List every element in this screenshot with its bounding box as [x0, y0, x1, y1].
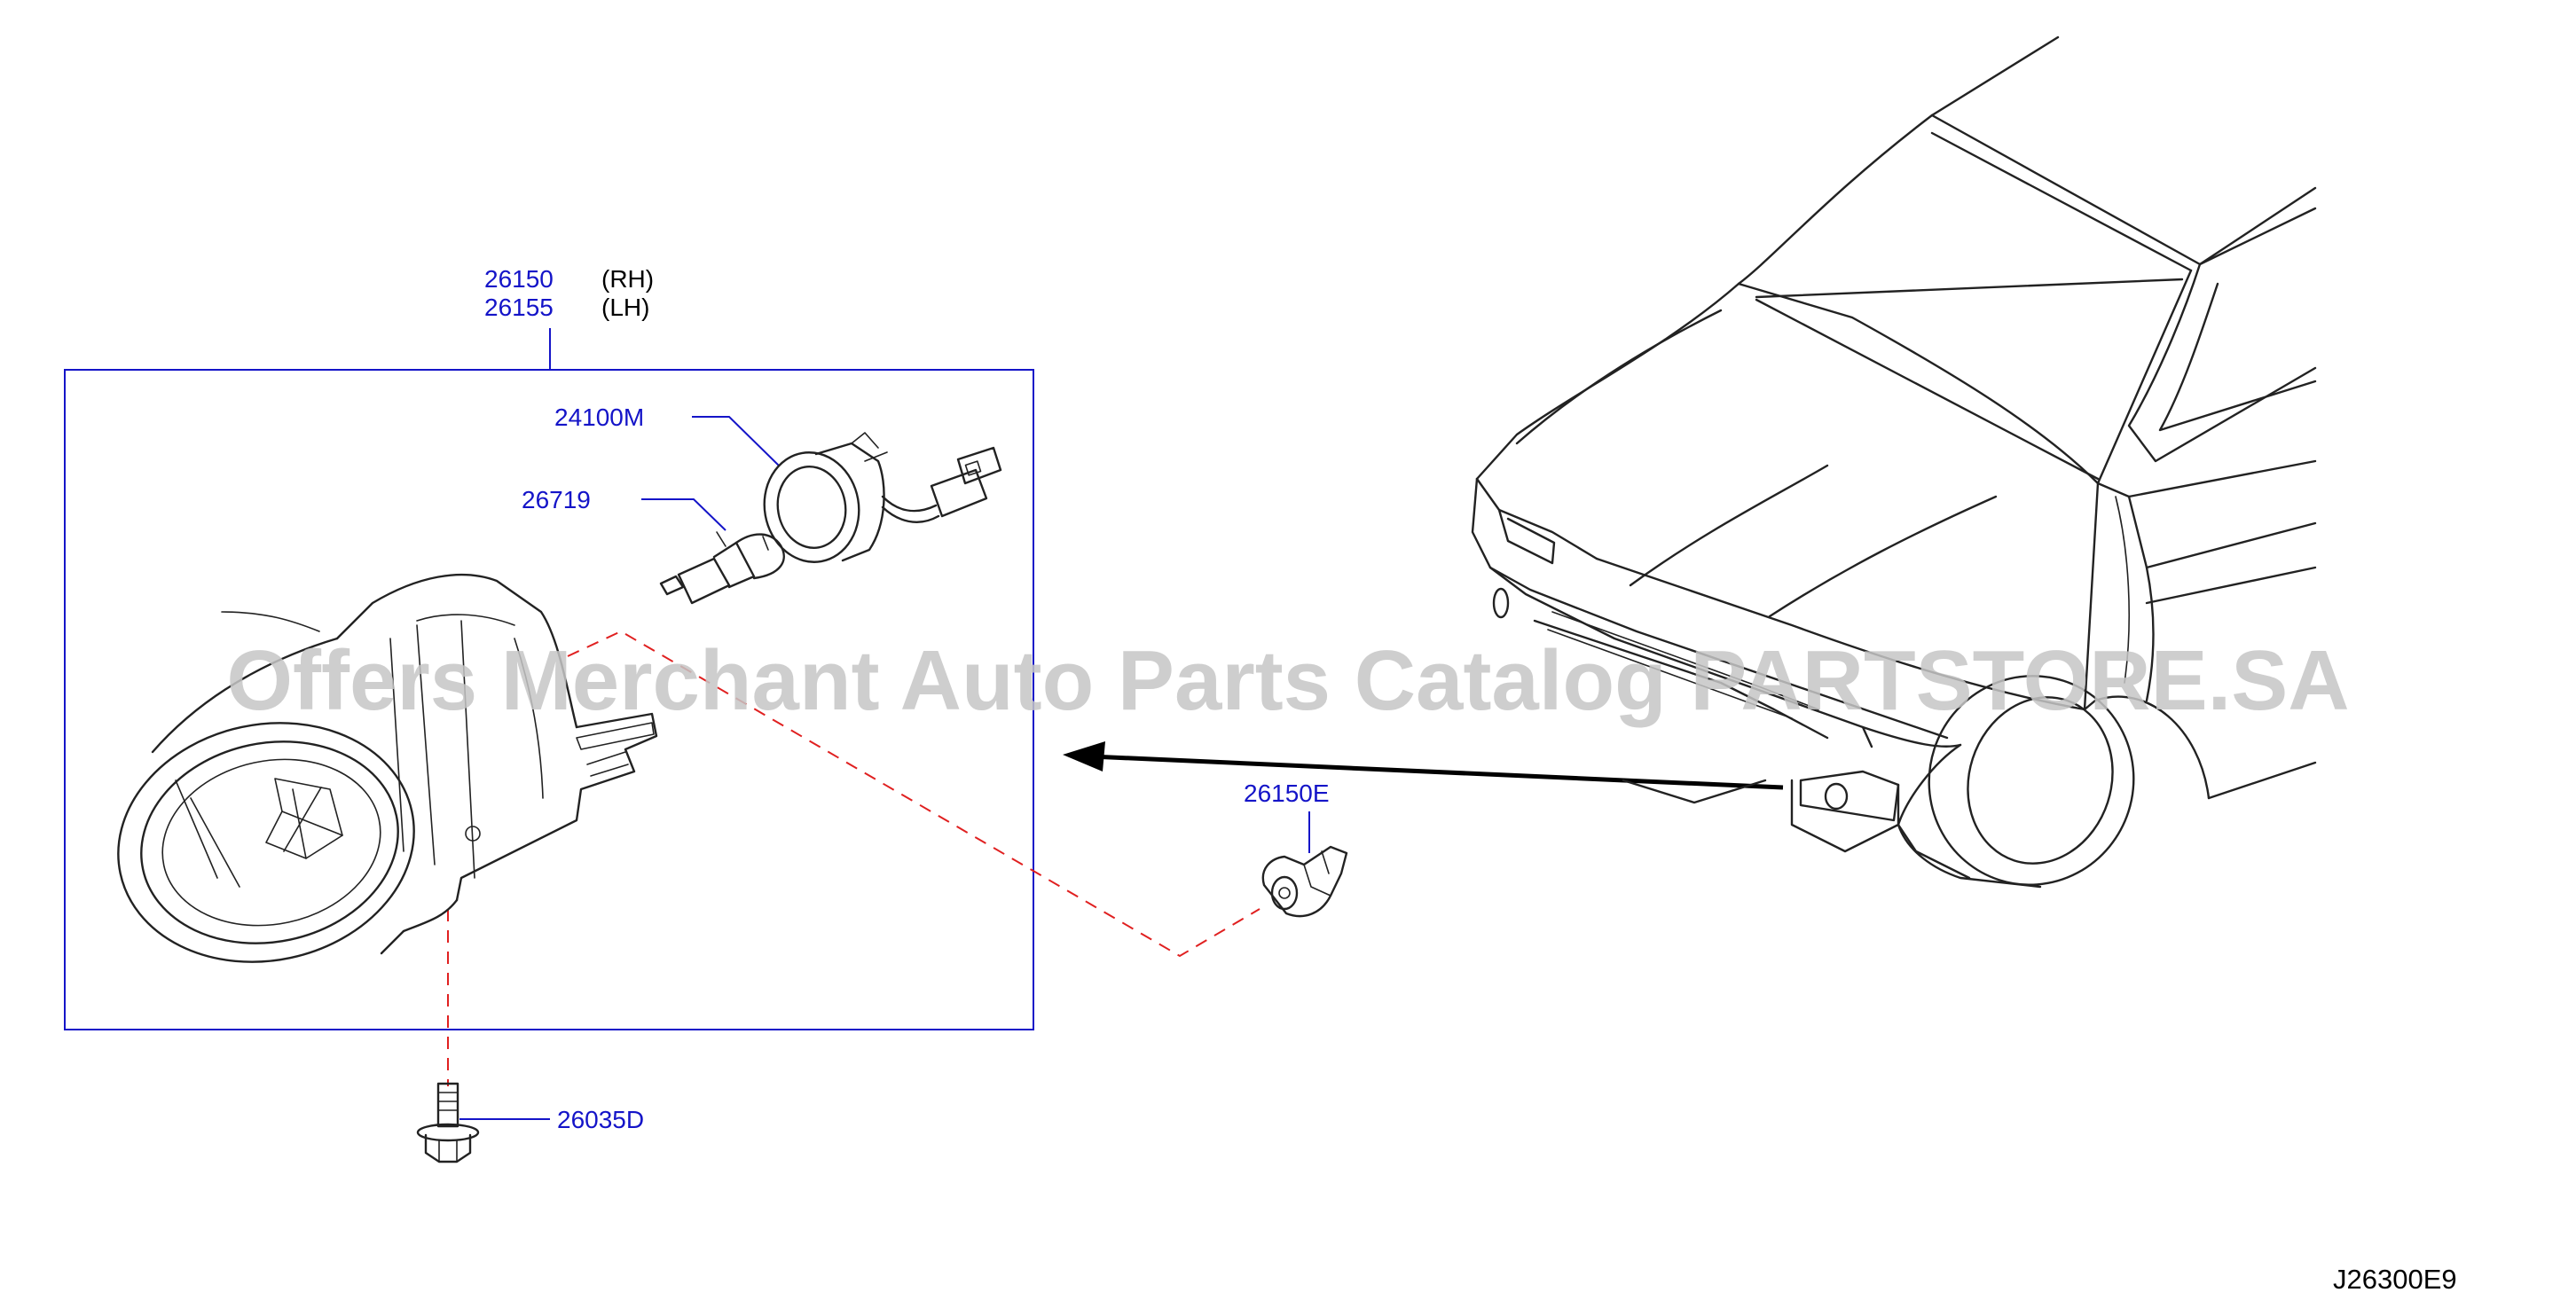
lamp-lh-side-label: (LH)	[601, 294, 649, 321]
bulb-leader	[641, 498, 726, 531]
bulb-socket-assembly	[763, 432, 1002, 563]
mounting-bolt	[416, 1082, 480, 1163]
lamp-rh-part-number[interactable]: 26150	[484, 265, 554, 293]
mount-guide-dashed	[567, 630, 1261, 958]
watermark: Offers Merchant Auto Parts Catalog PARTS…	[226, 633, 2349, 728]
lamp-rh-side-label: (RH)	[601, 265, 654, 293]
location-arrow	[1063, 741, 1784, 790]
vehicle-illustration	[1471, 35, 2317, 889]
socket-leader	[692, 416, 780, 466]
lamp-lh-part-number[interactable]: 26155	[484, 294, 554, 321]
bulb-part-number[interactable]: 26719	[522, 486, 591, 513]
clip-part-number[interactable]: 26150E	[1244, 779, 1330, 807]
socket-part-number[interactable]: 24100M	[554, 403, 644, 431]
fog-lamp-housing	[117, 573, 658, 963]
bulb	[659, 531, 785, 605]
diagram-code: J26300E9	[2333, 1264, 2457, 1295]
retaining-clip	[1261, 845, 1348, 918]
bolt-part-number[interactable]: 26035D	[557, 1106, 644, 1133]
